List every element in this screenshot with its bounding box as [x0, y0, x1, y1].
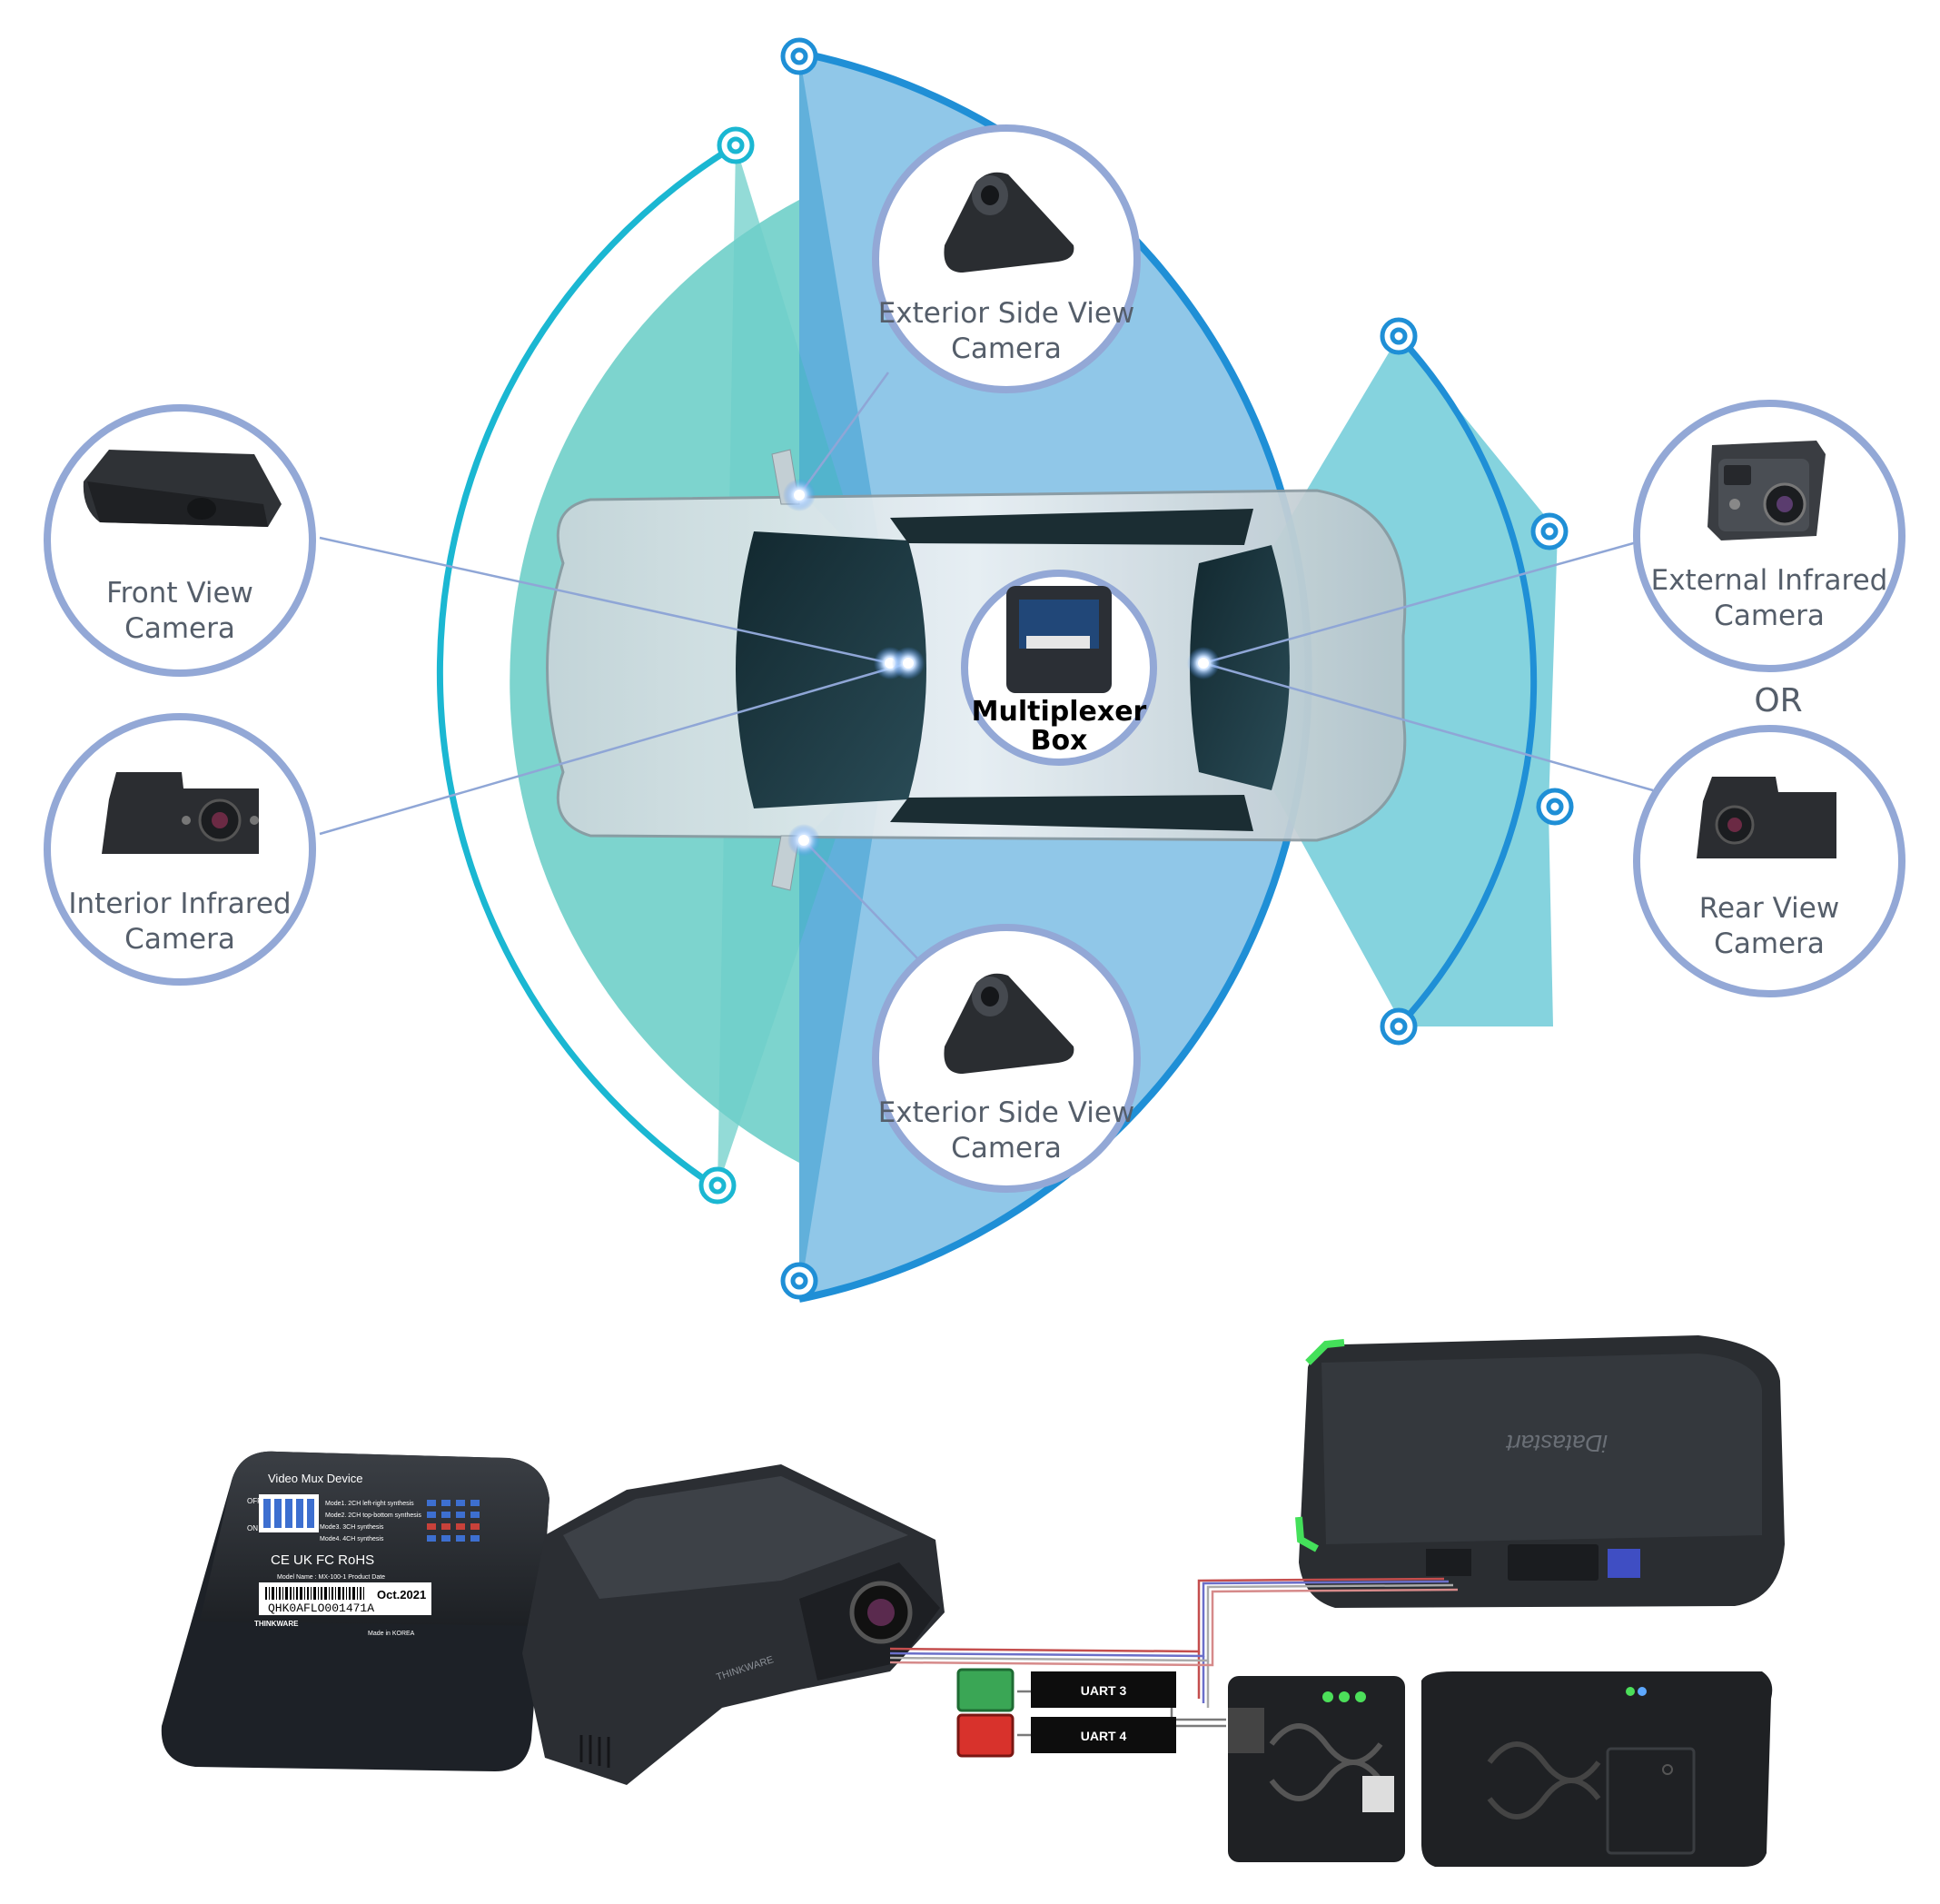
bottom-side-camera-fov — [799, 754, 886, 1299]
mux-serial-number: QHK0AFLO001471A — [268, 1602, 374, 1615]
mux-dip-switch — [259, 1494, 319, 1532]
mux-made-in: Made in KOREA — [368, 1631, 415, 1637]
uart3-connector: UART 3 — [956, 1668, 1176, 1712]
external-infrared-label-line2: Camera — [1714, 600, 1825, 632]
bypass-module — [1421, 1671, 1773, 1867]
mux-switch-on: ON — [247, 1524, 258, 1532]
mux-model-line: Model Name : MX-100-1 Product Date — [277, 1574, 385, 1581]
front-coverage-arc — [436, 143, 737, 1191]
or-label: OR — [1754, 682, 1802, 719]
camera-connection-lines — [319, 372, 1654, 959]
remote-starter-module: iDatastart — [1295, 1335, 1785, 1608]
multiplexer-label-line2: Box — [1031, 725, 1088, 757]
remote-starter-main-port — [1508, 1544, 1599, 1581]
thinkware-dashcam: THINKWARE — [522, 1464, 945, 1785]
front-view-label-line1: Front View — [106, 577, 253, 610]
mux-switch-off: OFF — [247, 1497, 262, 1505]
svg-text:Mode2. 2CH top-bottom synthesi: Mode2. 2CH top-bottom synthesis — [325, 1512, 421, 1519]
rear-view-camera-icon — [1697, 777, 1836, 858]
external-infrared-label-line1: External Infrared — [1651, 564, 1888, 597]
front-view-label-line2: Camera — [124, 612, 235, 645]
exterior-side-bottom-label-line2: Camera — [951, 1132, 1062, 1165]
camera-mount-points — [783, 479, 1220, 857]
uart4-label: UART 4 — [1081, 1729, 1127, 1743]
video-mux-device: Video Mux Device OFF ON Mode1. 2CH left-… — [161, 1451, 549, 1771]
exterior-side-bottom-label-line1: Exterior Side View — [878, 1096, 1135, 1129]
rear-view-camera-callout: Rear View Camera — [1633, 725, 1905, 997]
uart4-connector: UART 4 — [956, 1713, 1176, 1758]
rear-coverage-arc — [1396, 333, 1538, 1029]
interface-module — [1228, 1676, 1405, 1862]
exterior-side-view-camera-bottom-callout: Exterior Side View Camera — [872, 924, 1141, 1193]
interior-infrared-label-line2: Camera — [124, 923, 235, 956]
external-infrared-camera-callout: External Infrared Camera — [1633, 400, 1905, 672]
mux-mode-table: Mode1. 2CH left-right synthesis Mode2. 2… — [320, 1500, 480, 1542]
rear-view-label-line1: Rear View — [1699, 892, 1839, 925]
exterior-side-top-label-line2: Camera — [951, 332, 1062, 365]
top-side-camera-fov — [799, 53, 886, 581]
front-view-camera-callout: Front View Camera — [44, 404, 316, 677]
svg-text:Mode3. 3CH synthesis: Mode3. 3CH synthesis — [320, 1524, 384, 1531]
multiplexer-label-line1: Multiplexer — [972, 696, 1147, 728]
interior-infrared-label-line1: Interior Infrared — [68, 888, 291, 920]
svg-text:Mode1. 2CH left-right synthesi: Mode1. 2CH left-right synthesis — [325, 1501, 414, 1507]
mux-barcode — [265, 1587, 364, 1600]
remote-starter-brand: iDatastart — [1505, 1430, 1608, 1457]
remote-starter-blue-port — [1608, 1549, 1640, 1578]
green-connector — [956, 1668, 1015, 1712]
mux-certifications: CE UK FC RoHS — [271, 1552, 374, 1568]
mux-brand: THINKWARE — [254, 1620, 299, 1628]
mux-product-date: Oct.2021 — [377, 1588, 426, 1602]
rear-view-label-line2: Camera — [1714, 927, 1825, 960]
side-camera-icon — [944, 172, 1074, 273]
interior-infrared-camera-icon — [102, 772, 259, 854]
external-infrared-camera-icon — [1707, 441, 1826, 540]
fov-endpoint-markers — [698, 37, 1574, 1300]
front-dashcam-icon — [83, 450, 282, 527]
mux-device-title: Video Mux Device — [268, 1472, 363, 1485]
side-camera-icon — [944, 973, 1074, 1074]
interior-infrared-camera-callout: Interior Infrared Camera — [44, 713, 316, 986]
uart3-label: UART 3 — [1081, 1683, 1127, 1698]
svg-text:Mode4. 4CH synthesis: Mode4. 4CH synthesis — [320, 1536, 384, 1542]
exterior-side-top-label-line1: Exterior Side View — [878, 297, 1135, 330]
multiplexer-box-callout: Multiplexer Box — [961, 570, 1157, 766]
exterior-side-view-camera-top-callout: Exterior Side View Camera — [872, 124, 1141, 393]
red-connector — [956, 1713, 1015, 1758]
